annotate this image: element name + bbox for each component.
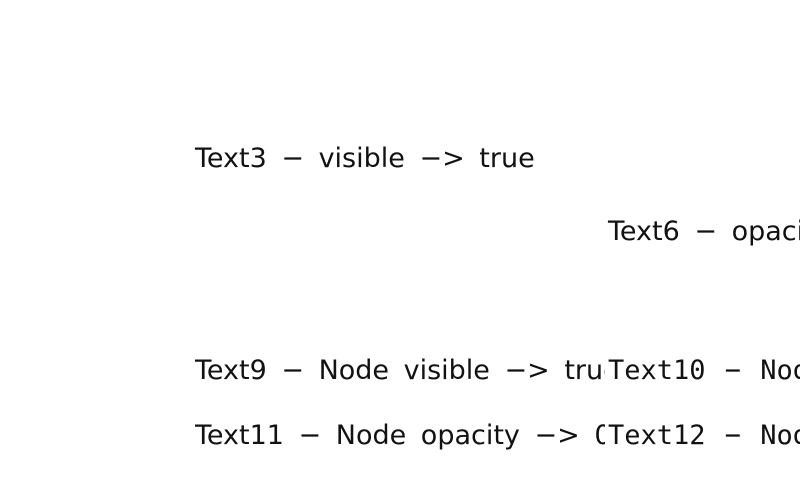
text-node-text3-visible-label: Text3 − visible −> true bbox=[195, 143, 535, 174]
text-node-text10-node-label: Text10 − Node bbox=[608, 355, 800, 386]
text-node-text12-node-label: Text12 − Node bbox=[608, 420, 800, 451]
text-node-text11-node-opacity-label: Text11 − Node opacity −> 0 bbox=[195, 420, 605, 451]
text-node-text9-node-visible-label: Text9 − Node visible −> true bbox=[195, 355, 605, 386]
text-node-text6-opacity-label: Text6 − opacity bbox=[608, 216, 800, 247]
